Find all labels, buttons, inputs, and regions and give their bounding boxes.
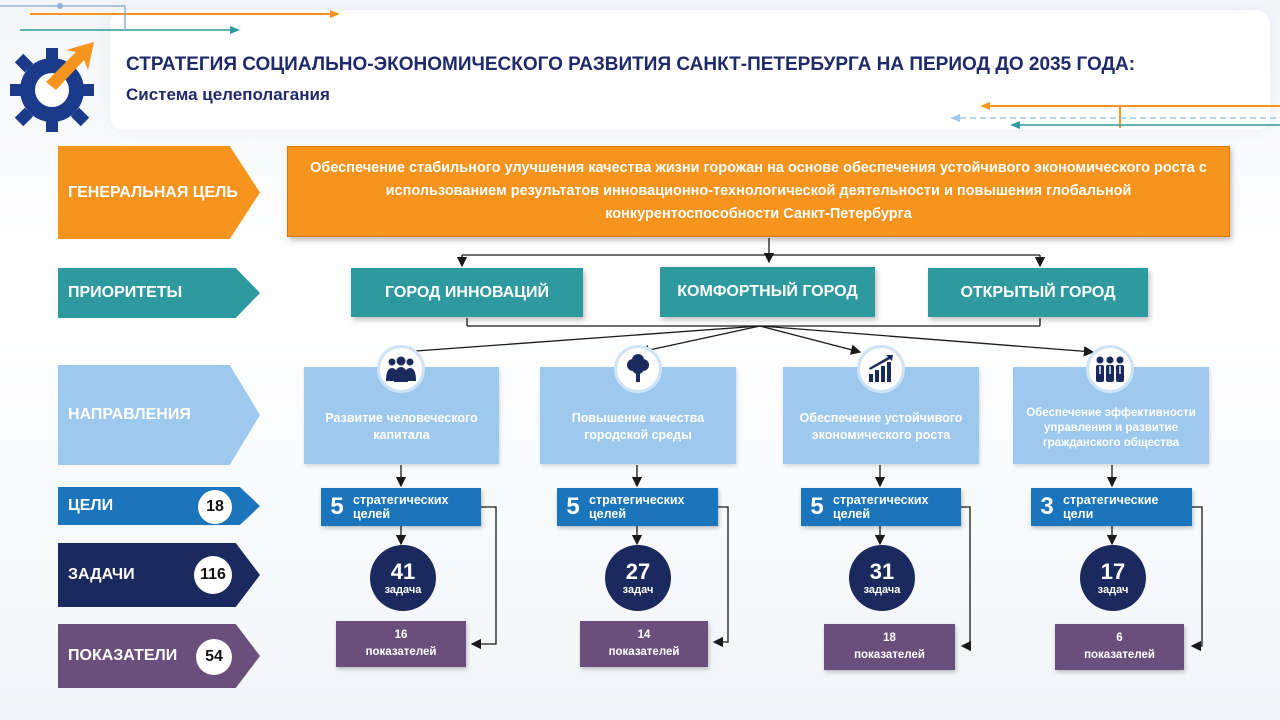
tasks-count: 17 xyxy=(1100,558,1126,584)
goals-count: 5 xyxy=(330,493,344,520)
tasks-circle: 17 задач xyxy=(1080,545,1146,611)
level-label: ГЕНЕРАЛЬНАЯ ЦЕЛЬ xyxy=(68,183,238,201)
level-general-goal: ГЕНЕРАЛЬНАЯ ЦЕЛЬ xyxy=(58,146,260,239)
goals-count: 3 xyxy=(1040,493,1054,520)
gear-logo-icon xyxy=(10,42,94,132)
tasks-circle: 41 задача xyxy=(370,545,436,611)
goals-label: стратегических целей xyxy=(353,493,449,521)
direction-goals-bar: 5 стратегических целей xyxy=(321,488,481,526)
indicators-count: 16 xyxy=(394,629,408,641)
indicators-box: 18 показателей xyxy=(824,624,955,670)
page-title: СТРАТЕГИЯ СОЦИАЛЬНО-ЭКОНОМИЧЕСКОГО РАЗВИ… xyxy=(126,54,1136,75)
indicators-label: показателей xyxy=(1084,649,1155,661)
indicators-count: 6 xyxy=(1116,632,1123,644)
level-label: ЦЕЛИ xyxy=(68,497,114,514)
tasks-label: задача xyxy=(384,583,422,596)
tasks-count: 31 xyxy=(869,558,895,584)
direction-label: Повышение качества городской среды xyxy=(571,410,705,442)
level-label: ПРИОРИТЕТЫ xyxy=(68,284,183,301)
indicators-box: 16 показателей xyxy=(336,621,466,667)
direction-label: Развитие человеческого капитала xyxy=(325,410,478,442)
level-label: ЗАДАЧИ xyxy=(68,566,135,583)
tree-icon xyxy=(614,345,662,393)
priority-open-city: ОТКРЫТЫЙ ГОРОД xyxy=(928,268,1148,317)
tasks-circle: 27 задач xyxy=(605,545,671,611)
direction-goals-bar: 5 стратегических целей xyxy=(557,488,718,526)
goals-label: стратегических целей xyxy=(833,493,929,521)
level-goals-count: 18 xyxy=(198,490,232,524)
goals-label: стратегических целей xyxy=(589,493,685,521)
indicators-label: показателей xyxy=(854,649,925,661)
goals-count: 5 xyxy=(566,493,580,520)
indicators-box: 14 показателей xyxy=(580,621,708,667)
level-tasks-count: 116 xyxy=(194,556,232,594)
people-group-icon xyxy=(377,345,425,393)
tasks-label: задача xyxy=(863,583,901,596)
header-background xyxy=(110,10,1270,130)
indicators-label: показателей xyxy=(365,646,437,658)
goals-label: стратегические цели xyxy=(1063,493,1159,521)
tasks-circle: 31 задача xyxy=(849,545,915,611)
indicators-count: 18 xyxy=(883,632,896,644)
direction-label: Обеспечение эффективности управления и р… xyxy=(1026,407,1196,449)
growth-chart-icon xyxy=(857,345,905,393)
general-goal-text: Обеспечение стабильного улучшения качест… xyxy=(310,160,1207,222)
goals-count: 5 xyxy=(810,493,824,520)
indicators-label: показателей xyxy=(608,646,680,658)
page-subtitle: Система целеполагания xyxy=(126,85,330,104)
tasks-count: 41 xyxy=(390,558,416,584)
direction-label: Обеспечение устойчивого экономического р… xyxy=(799,410,963,442)
tasks-label: задач xyxy=(1097,583,1129,596)
tasks-label: задач xyxy=(622,583,654,596)
business-team-icon xyxy=(1086,345,1134,393)
level-label: ПОКАЗАТЕЛИ xyxy=(68,647,178,664)
priority-comfortable-city: КОМФОРТНЫЙ ГОРОД xyxy=(660,267,875,317)
priority-innovation-city: ГОРОД ИННОВАЦИЙ xyxy=(351,268,583,317)
direction-goals-bar: 5 стратегических целей xyxy=(801,488,961,526)
direction-goals-bar: 3 стратегические цели xyxy=(1031,488,1192,526)
indicators-box: 6 показателей xyxy=(1055,624,1184,670)
decorative-lines xyxy=(0,3,1280,129)
level-priorities: ПРИОРИТЕТЫ xyxy=(58,268,260,318)
general-goal-box: Обеспечение стабильного улучшения качест… xyxy=(287,146,1230,237)
tasks-count: 27 xyxy=(625,558,651,584)
level-label: НАПРАВЛЕНИЯ xyxy=(68,406,191,423)
level-directions: НАПРАВЛЕНИЯ xyxy=(58,365,260,465)
direction-box: Развитие человеческого капитала xyxy=(304,367,499,464)
level-indicators-count: 54 xyxy=(196,639,232,675)
indicators-count: 14 xyxy=(637,629,651,641)
